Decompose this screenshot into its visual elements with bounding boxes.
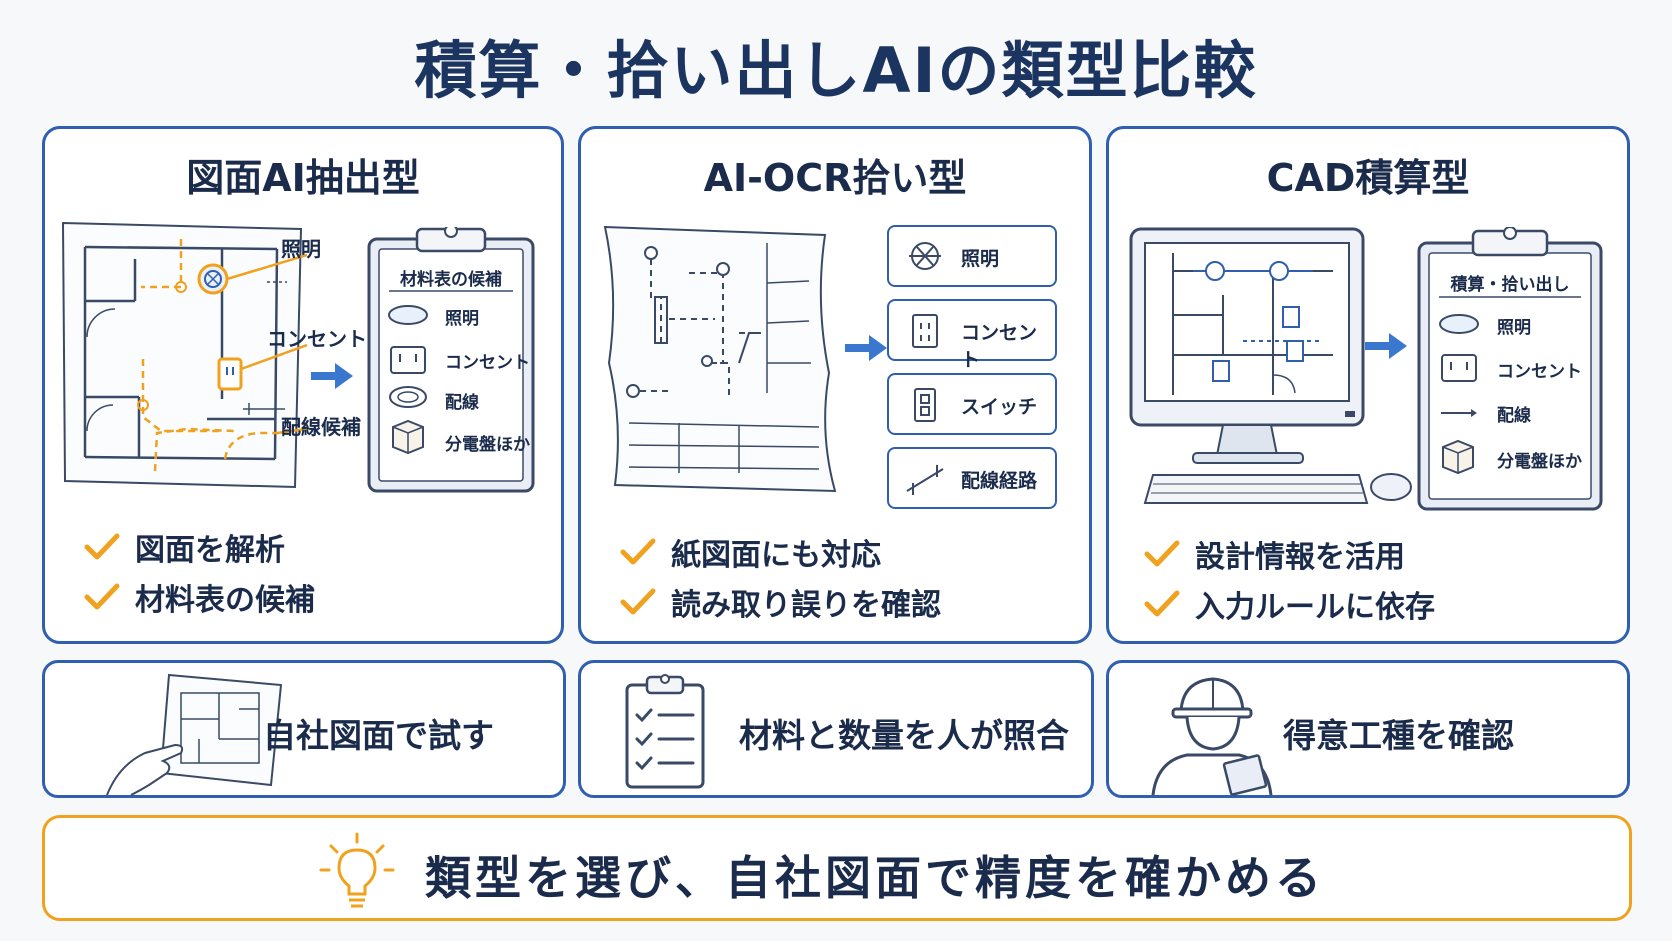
arrow-right-icon xyxy=(1365,333,1407,359)
checkmark-icon xyxy=(84,533,120,560)
callout-label-outlet: コンセント xyxy=(267,327,367,351)
action-card-check-trade: 得意工種を確認 xyxy=(1106,660,1630,798)
detected-item-switch: スイッチ xyxy=(887,373,1057,435)
card-title: CAD積算型 xyxy=(1266,156,1470,200)
check-item: 読み取り誤りを確認 xyxy=(619,577,941,627)
light-fixture-icon xyxy=(909,242,941,270)
check-item: 入力ルールに依存 xyxy=(1143,579,1435,629)
clipboard-item: 照明 xyxy=(1497,318,1531,338)
check-text: 紙図面にも対応 xyxy=(671,538,881,573)
detected-items: 照明 コンセント スイッチ 配線経路 xyxy=(887,225,1063,515)
check-item: 紙図面にも対応 xyxy=(619,527,941,577)
detected-item-light: 照明 xyxy=(887,225,1057,287)
callout-label-wiring: 配線候補 xyxy=(281,415,361,439)
clipboard-header: 材料表の候補 xyxy=(400,270,502,290)
check-item: 材料表の候補 xyxy=(83,572,315,622)
outlet-icon xyxy=(912,314,938,348)
action-text: 自社図面で試す xyxy=(263,716,494,755)
checkmark-icon xyxy=(1144,590,1180,617)
clipboard-item: 分電盤ほか xyxy=(1497,452,1582,472)
clipboard-item: 配線 xyxy=(1497,406,1531,426)
material-list-clipboard: 材料表の候補 照明 コンセント 配線 分電盤ほか xyxy=(365,227,537,495)
clipboard-item: 配線 xyxy=(445,393,479,413)
card-ai-ocr: AI-OCR拾い型 xyxy=(578,126,1092,644)
worker-icon xyxy=(1151,677,1273,796)
check-list: 紙図面にも対応 読み取り誤りを確認 xyxy=(619,527,941,627)
check-list: 設計情報を活用 入力ルールに依存 xyxy=(1143,529,1435,629)
clipboard-item: コンセント xyxy=(445,353,530,373)
item-label: コンセント xyxy=(961,322,1038,371)
check-list: 図面を解析 材料表の候補 xyxy=(83,522,315,622)
action-card-test-drawings: 自社図面で試す xyxy=(42,660,566,798)
arrow-right-icon xyxy=(311,363,353,389)
checkmark-icon xyxy=(620,588,656,615)
item-label: スイッチ xyxy=(961,396,1038,418)
check-text: 材料表の候補 xyxy=(135,583,315,618)
checklist-icon xyxy=(625,674,705,789)
monitor-icon xyxy=(1129,227,1412,504)
detected-item-wiring: 配線経路 xyxy=(887,447,1057,509)
wiring-icon xyxy=(906,465,944,495)
callout-label-light: 照明 xyxy=(281,237,321,261)
arrow-right-icon xyxy=(845,335,887,361)
card-title: AI-OCR拾い型 xyxy=(703,156,967,200)
check-text: 図面を解析 xyxy=(135,533,285,568)
page-title: 積算・拾い出しAIの類型比較 xyxy=(414,34,1258,107)
check-item: 設計情報を活用 xyxy=(1143,529,1435,579)
checkmark-icon xyxy=(84,583,120,610)
clipboard-item: 分電盤ほか xyxy=(445,435,530,455)
detected-item-outlet: コンセント xyxy=(887,299,1057,371)
floor-plan-illustration xyxy=(61,221,307,489)
card-title: 図面AI抽出型 xyxy=(186,156,420,200)
clipboard-header: 積算・拾い出し xyxy=(1450,275,1570,295)
checkmark-icon xyxy=(620,538,656,565)
clipboard-item: コンセント xyxy=(1497,362,1582,382)
takeoff-clipboard: 積算・拾い出し 照明 コンセント 配線 分電盤ほか xyxy=(1415,227,1605,513)
outlet-icon xyxy=(217,357,243,391)
conclusion-text: 類型を選び、自社図面で精度を確かめる xyxy=(425,851,1325,905)
check-text: 読み取り誤りを確認 xyxy=(671,588,941,623)
checkmark-icon xyxy=(1144,540,1180,567)
action-text: 材料と数量を人が照合 xyxy=(739,716,1069,755)
conclusion-banner: 類型を選び、自社図面で精度を確かめる xyxy=(42,815,1632,921)
check-text: 設計情報を活用 xyxy=(1195,540,1405,575)
card-drawing-ai: 図面AI抽出型 xyxy=(42,126,564,644)
paper-drawing-illustration xyxy=(603,225,837,493)
item-label: 配線経路 xyxy=(961,470,1038,492)
action-card-verify-quantities: 材料と数量を人が照合 xyxy=(578,660,1094,798)
check-text: 入力ルールに依存 xyxy=(1195,590,1435,625)
light-fixture-icon xyxy=(197,263,229,295)
check-item: 図面を解析 xyxy=(83,522,315,572)
hand-drawing-icon xyxy=(106,673,283,796)
card-cad: CAD積算型 xyxy=(1106,126,1630,644)
clipboard-item: 照明 xyxy=(445,309,479,329)
switch-icon xyxy=(914,388,936,422)
item-label: 照明 xyxy=(961,248,1000,270)
lightbulb-icon xyxy=(319,832,395,908)
action-text: 得意工種を確認 xyxy=(1283,716,1514,755)
